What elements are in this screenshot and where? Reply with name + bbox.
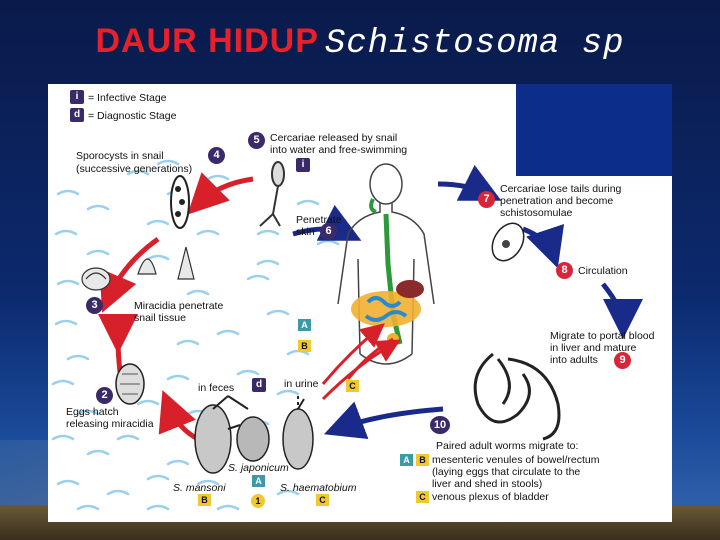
stage-10-text3: (laying eggs that circulate to the: [432, 466, 581, 478]
stage-10-letter-c: C: [416, 491, 429, 503]
stage-3-badge: 3: [86, 297, 103, 314]
stage-9-text1: Migrate to portal blood: [550, 330, 655, 342]
miracidium-icon: [115, 363, 145, 405]
stage-5-badge: 5: [248, 132, 265, 149]
stage-5-text2: into water and free-swimming: [270, 144, 408, 156]
arrow-4-to-3: [99, 236, 160, 313]
arrow-eggs-C: [346, 337, 394, 380]
stage-10-text2: mesenteric venules of bowel/rectum: [432, 454, 600, 466]
stage-5-text1: Cercariae released by snail: [270, 132, 398, 144]
corner-block: [516, 84, 672, 176]
feces-label: in feces: [198, 382, 235, 394]
arrow-10-to-eggs: [323, 401, 444, 439]
stage-10-text1: Paired adult worms migrate to:: [436, 440, 579, 452]
stage-8-badge: 8: [556, 262, 573, 279]
feces-diagnostic-icon: d: [252, 378, 266, 392]
urine-label: in urine: [284, 378, 319, 390]
schistosomulum-icon: [491, 222, 525, 262]
stage-1-badge: 1: [251, 494, 265, 508]
lifecycle-diagram: i = Infective Stage d = Diagnostic Stage…: [48, 84, 672, 522]
legend-infective-label: = Infective Stage: [88, 92, 167, 104]
letter-b-mansoni: B: [198, 494, 211, 506]
arrow-3-to-2: [97, 313, 138, 373]
stage-2-badge: 2: [96, 387, 113, 404]
stage-10-badge: 10: [430, 416, 450, 434]
portal-vein: [383, 213, 403, 345]
arrow-eggs-A: [321, 323, 385, 385]
neck-vessel: [369, 198, 377, 214]
eggs-icon: [194, 398, 314, 474]
title-main: DAUR HIDUP: [95, 22, 319, 60]
diagram-graphics: [51, 159, 643, 511]
sporocyst-icon: [170, 175, 190, 229]
water-waves: [51, 159, 340, 511]
cercaria-icon: [259, 161, 285, 227]
species-haematobium: S. haematobium: [280, 482, 357, 494]
letter-a-body: A: [298, 319, 311, 331]
stage-7-text1: Cercariae lose tails during: [500, 183, 622, 195]
stage-6-badge: 6: [320, 223, 337, 240]
stage-10-text5: venous plexus of bladder: [432, 491, 549, 503]
stage-4-badge: 4: [208, 147, 225, 164]
stage-7-text2: penetration and become: [500, 195, 614, 207]
species-japonicum: S. japonicum: [228, 462, 289, 474]
arrow-7-to-8: [522, 223, 565, 269]
legend-diagnostic-label: = Diagnostic Stage: [88, 110, 177, 122]
stage-2-text2: releasing miracidia: [66, 418, 154, 430]
title-italic: Schistosoma sp: [324, 25, 625, 63]
stage-9-text3: into adults: [550, 354, 598, 366]
legend-diagnostic-symbol: d: [70, 108, 84, 122]
stage-9-badge: 9: [614, 352, 631, 369]
arrow-5-to-4: [187, 172, 254, 215]
stage-9-text2: in liver and mature: [550, 342, 637, 354]
stage-10-letter-b: B: [416, 454, 429, 466]
stage-4-text2: (successive generations): [76, 163, 193, 175]
stage-4-text1: Sporocysts in snail: [76, 150, 164, 162]
stage-10-text4: liver and shed in stools): [432, 478, 543, 490]
stage-7-text3: schistosomulae: [500, 207, 573, 219]
stage-5-infective-icon: i: [296, 158, 310, 172]
species-mansoni: S. mansoni: [173, 482, 226, 494]
feces-urine-pointers: [212, 395, 299, 410]
stage-10-letter-a: A: [400, 454, 413, 466]
legend-infective-symbol: i: [70, 90, 84, 104]
stage-3-text1: Miracidia penetrate: [134, 300, 224, 312]
stage-7-badge: 7: [478, 191, 495, 208]
stage-6-text1: Penetrate: [296, 214, 342, 226]
letter-c-body: C: [346, 380, 359, 392]
snail-icon: [81, 246, 195, 291]
arrow-1-to-2: [158, 390, 200, 442]
stage-3-text2: snail tissue: [134, 312, 186, 324]
letter-b-body: B: [298, 340, 311, 352]
stage-6-text2: skin: [296, 226, 315, 238]
letter-a-japonicum: A: [252, 475, 265, 487]
stage-8-text: Circulation: [578, 265, 628, 277]
adult-worms-icon: [473, 352, 561, 441]
human-body-outline: [337, 163, 435, 365]
letter-c-haematobium: C: [316, 494, 329, 506]
arrow-8-to-9: [601, 282, 643, 339]
stage-2-text1: Eggs hatch: [66, 406, 119, 418]
